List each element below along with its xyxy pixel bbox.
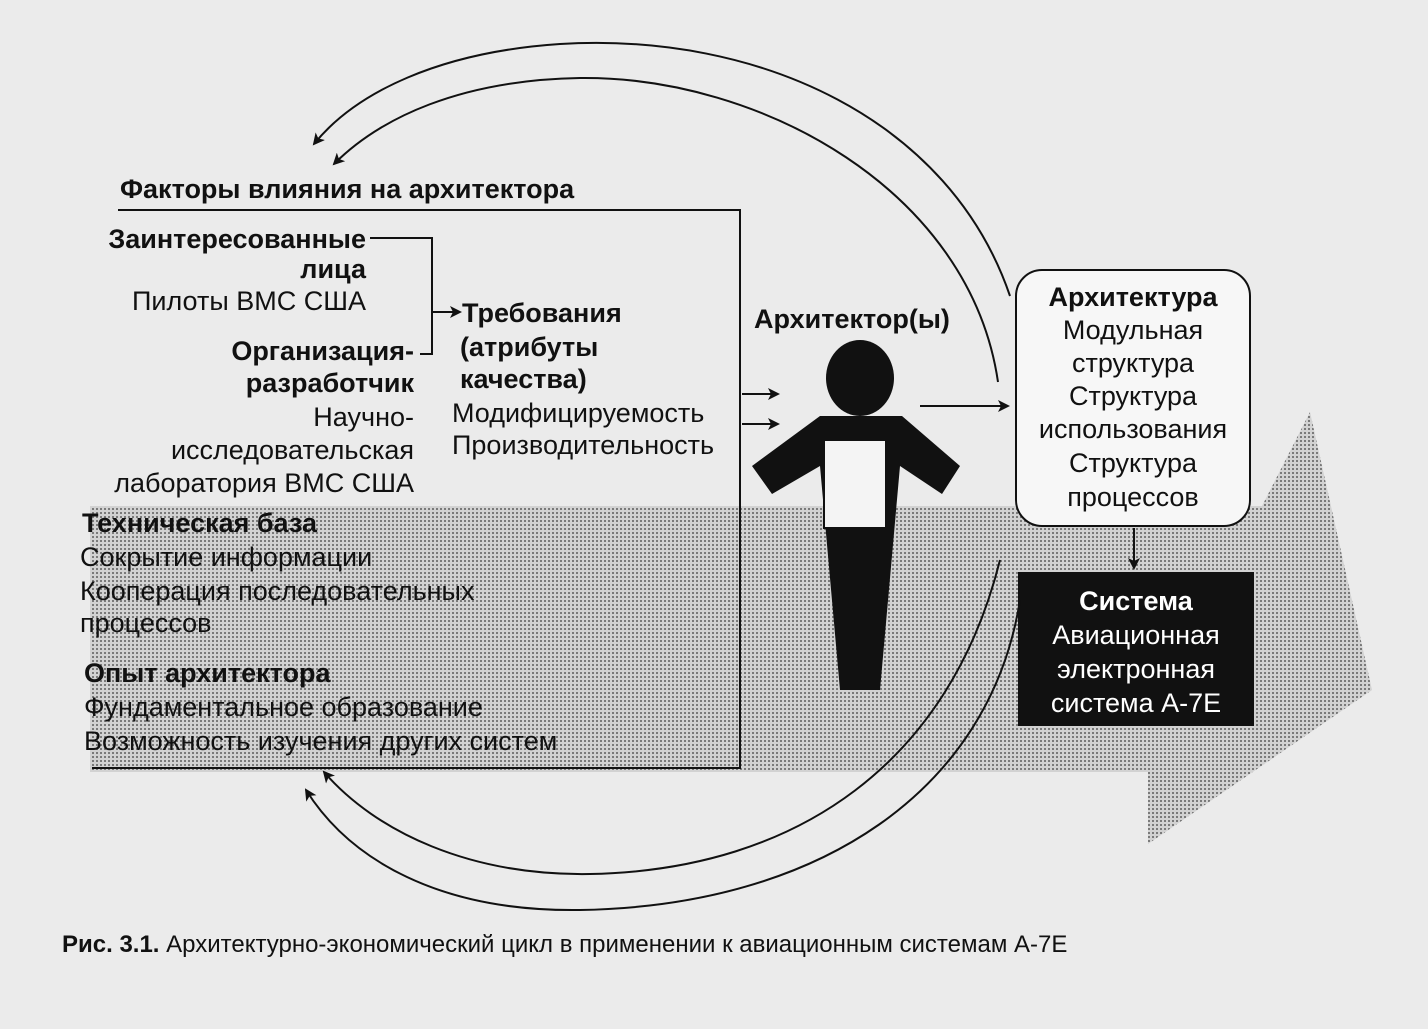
figure-caption-label: Рис. 3.1.: [62, 931, 160, 958]
system-box: [1018, 572, 1254, 726]
architecture-line2: структура: [1071, 348, 1195, 378]
organization-heading-line1: Организация-: [231, 336, 414, 366]
stakeholders-heading-line2: лица: [300, 254, 366, 284]
stakeholders-heading-line1: Заинтересованные: [108, 224, 366, 254]
architecture-line6: процессов: [1067, 482, 1199, 512]
influences-box: [92, 209, 741, 769]
requirements-heading-line1: Требования: [462, 298, 622, 328]
feedback-arc-bottom-inner: [322, 559, 1001, 876]
technical-base-item1: Сокрытие информации: [80, 542, 373, 572]
feedback-arc-top-outer: [312, 42, 1011, 297]
stakeholders-bracket: [370, 237, 433, 355]
technical-base-heading: Техническая база: [82, 508, 317, 538]
requirements-heading-line3: качества): [460, 364, 587, 394]
requirements-item1: Модифицируемость: [452, 398, 705, 428]
system-line1: Авиационная: [1052, 620, 1220, 650]
architecture-line1: Модульная: [1062, 315, 1204, 345]
requirements-item2: Производительность: [452, 430, 715, 460]
technical-base-item2-line1: Кооперация последовательных: [80, 576, 475, 606]
system-line2: электронная: [1057, 654, 1215, 684]
influences-title: Факторы влияния на архитектора: [120, 174, 575, 204]
system-title: Система: [1079, 586, 1193, 616]
architect-experience-item1: Фундаментальное образование: [84, 692, 483, 722]
architecture-box: [1015, 269, 1251, 527]
stakeholders-value: Пилоты ВМС США: [132, 286, 366, 316]
organization-value-line1: Научно-: [313, 402, 414, 432]
feedback-arc-bottom-outer: [304, 599, 1021, 912]
figure-caption-text: Архитектурно-экономический цикл в примен…: [166, 931, 1068, 958]
architecture-title: Архитектура: [1048, 282, 1218, 312]
architect-experience-heading: Опыт архитектора: [84, 658, 331, 688]
requirements-heading-line2: (атрибуты: [460, 332, 599, 362]
architect-experience-item2: Возможность изучения других систем: [84, 726, 558, 756]
architecture-line5: Структура: [1068, 448, 1198, 478]
organization-value-line2: исследовательская: [170, 435, 414, 465]
figure-caption: Рис. 3.1. Архитектурно-экономический цик…: [62, 930, 1067, 960]
system-line3: система А-7Е: [1050, 688, 1222, 718]
technical-base-item2-line2: процессов: [80, 608, 212, 638]
architect-label: Архитектор(ы): [754, 304, 950, 334]
architect-document-icon: [823, 439, 887, 529]
architecture-line4: использования: [1038, 414, 1228, 444]
organization-value-line3: лаборатория ВМС США: [114, 468, 414, 498]
organization-heading-line2: разработчик: [245, 368, 414, 398]
feedback-arc-top-inner: [332, 76, 999, 383]
architecture-line3: Структура: [1068, 381, 1198, 411]
architect-figure-icon: [752, 340, 960, 690]
